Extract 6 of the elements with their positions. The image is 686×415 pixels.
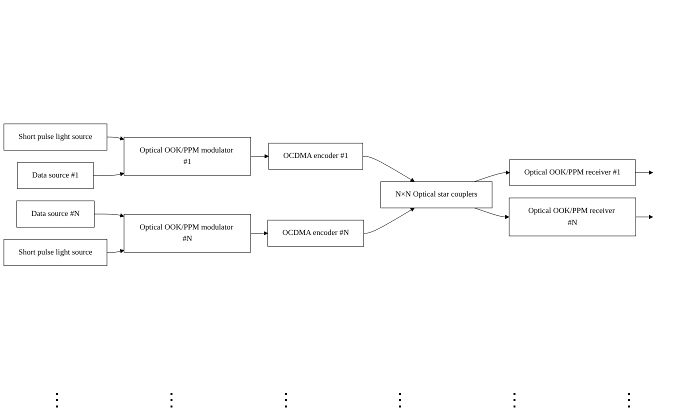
ellipsis-mark: ⋮ [391, 389, 410, 412]
ellipsis-mark: ⋮ [505, 389, 524, 412]
ellipsis-mark: ⋮ [620, 389, 638, 412]
ellipsis-mark: ⋮ [48, 389, 66, 412]
ellipsis-mark: ⋮ [162, 389, 180, 412]
ellipsis-mark: ⋮ [276, 389, 295, 412]
